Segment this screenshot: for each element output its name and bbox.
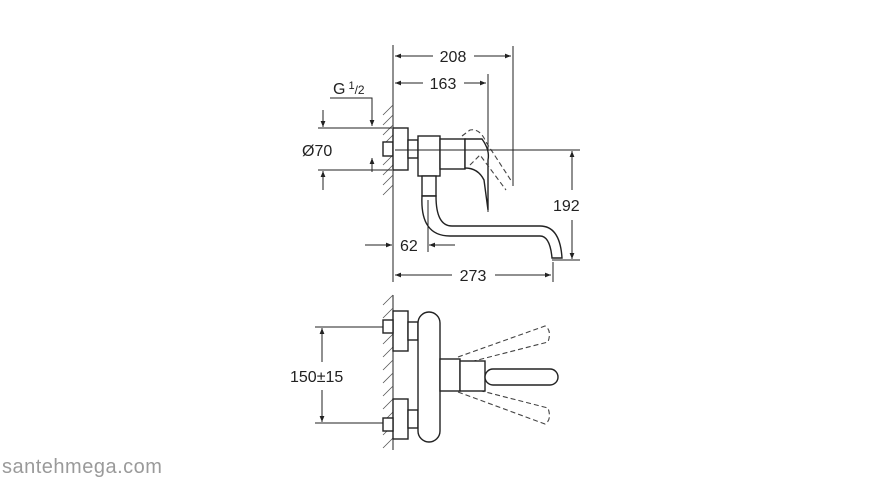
dim-70-diameter: Ø70 — [302, 143, 332, 160]
dim-208: 208 — [440, 49, 467, 66]
dim-163: 163 — [430, 76, 457, 93]
dim-192: 192 — [553, 198, 580, 215]
watermark: santehmega.com — [2, 456, 163, 478]
dim-62: 62 — [400, 238, 418, 255]
wall-hatching — [382, 45, 394, 282]
dim-150-center-distance: 150±15 — [290, 369, 343, 386]
dim-273: 273 — [460, 268, 487, 285]
top-view: 150±15 — [290, 294, 559, 450]
